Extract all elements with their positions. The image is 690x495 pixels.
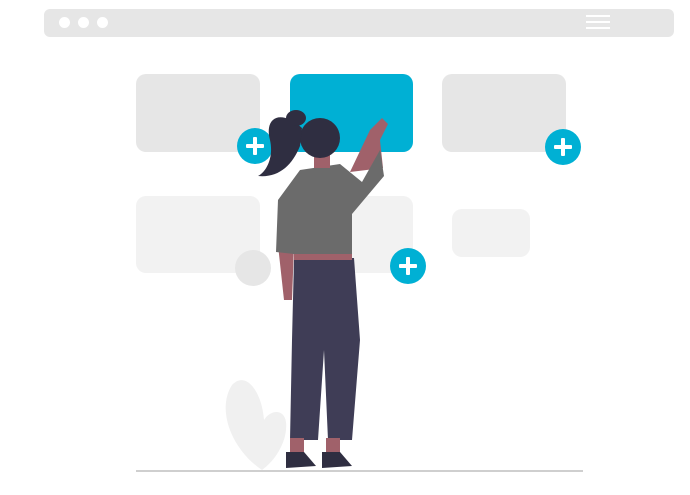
pants: [290, 258, 360, 440]
waist: [294, 252, 352, 260]
menu-line: [586, 21, 610, 23]
window-dot: [78, 17, 89, 28]
ankle: [290, 438, 304, 452]
browser-bar: [44, 9, 674, 37]
add-button[interactable]: [545, 129, 581, 165]
arm: [350, 118, 388, 172]
plant-icon: [225, 380, 287, 470]
floor-line: [136, 470, 583, 472]
hand: [278, 245, 294, 300]
shoe: [322, 452, 352, 468]
window-dot: [59, 17, 70, 28]
hair-bun: [286, 110, 306, 126]
shirt: [276, 150, 384, 254]
head: [300, 118, 340, 158]
menu-line: [586, 15, 610, 17]
card[interactable]: [442, 74, 566, 152]
ponytail: [258, 117, 302, 177]
add-button[interactable]: [237, 128, 273, 164]
decor-circle: [235, 250, 271, 286]
add-button[interactable]: [390, 248, 426, 284]
window-dot: [97, 17, 108, 28]
shoe: [286, 452, 316, 468]
card[interactable]: [452, 209, 530, 257]
menu-line: [586, 27, 610, 29]
ankle: [326, 438, 340, 452]
